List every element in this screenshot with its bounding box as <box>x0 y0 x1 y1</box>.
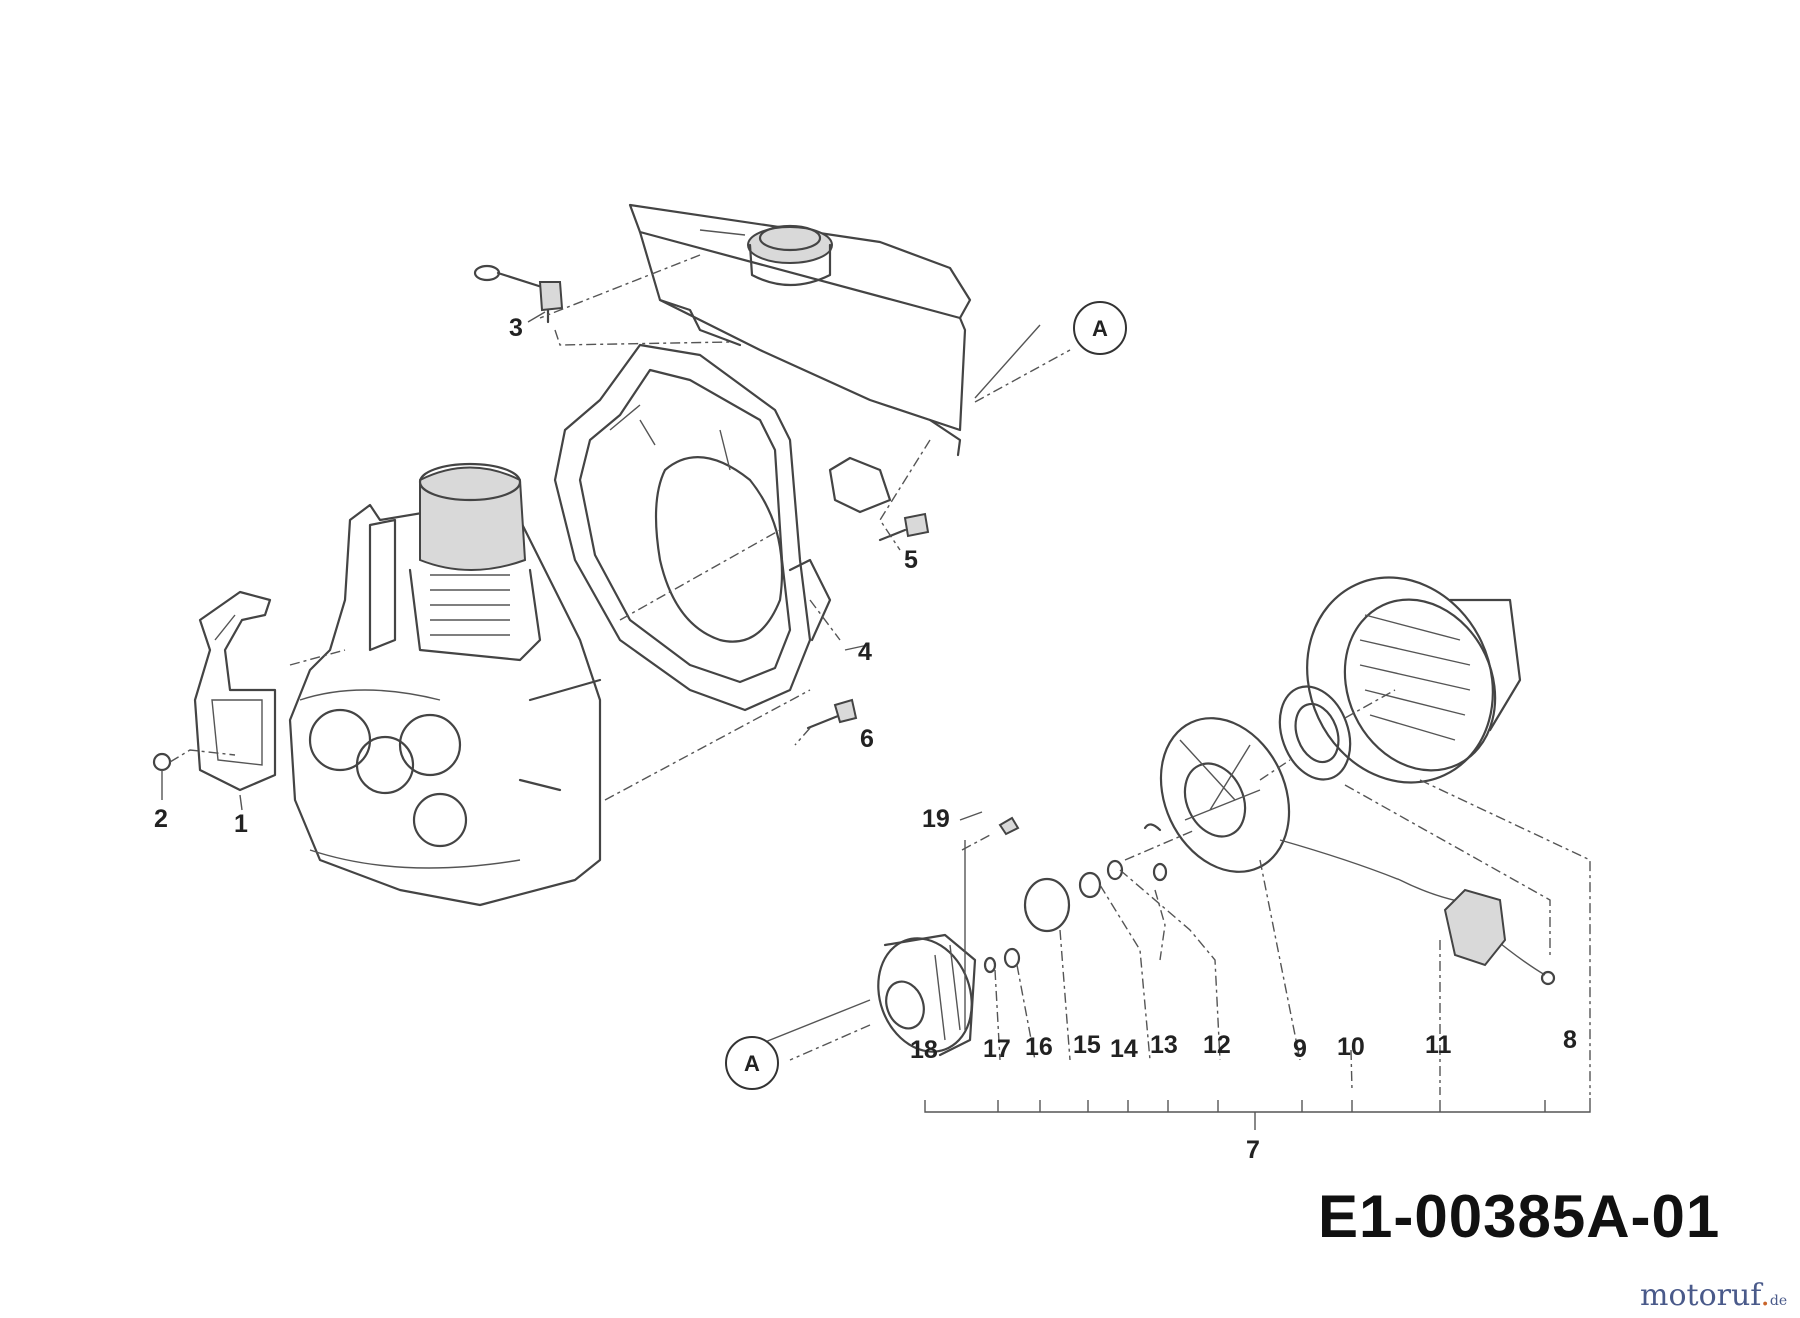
callout-a-top: A <box>1073 301 1127 355</box>
part-label-9: 9 <box>1293 1035 1307 1063</box>
part-label-18: 18 <box>910 1036 938 1064</box>
watermark-logo: motoruf.de <box>1640 1278 1787 1313</box>
part-label-14: 14 <box>1110 1035 1138 1063</box>
spring-case <box>1278 685 1352 781</box>
part-label-6: 6 <box>860 725 874 753</box>
watermark-dot: . <box>1760 1278 1770 1313</box>
bolt-5 <box>878 512 930 542</box>
blower-housing <box>553 343 832 712</box>
callout-a-bottom: A <box>725 1036 779 1090</box>
part-label-12: 12 <box>1203 1031 1231 1059</box>
part-label-15: 15 <box>1073 1031 1101 1059</box>
part-label-8: 8 <box>1563 1026 1577 1054</box>
part-label-11: 11 <box>1425 1031 1452 1059</box>
part-label-7: 7 <box>1246 1136 1260 1164</box>
sensor-lead <box>473 264 564 324</box>
starter-rope <box>1279 839 1556 986</box>
watermark-tld: de <box>1769 1293 1788 1309</box>
part-label-4: 4 <box>858 638 872 666</box>
part-label-10: 10 <box>1337 1033 1365 1061</box>
part-label-16: 16 <box>1025 1033 1053 1061</box>
part-label-2: 2 <box>154 805 168 833</box>
diagram-code: E1-00385A-01 <box>1318 1183 1721 1250</box>
starter-handle <box>1443 888 1507 967</box>
starter-pulley <box>877 933 977 1057</box>
part-label-13: 13 <box>1150 1031 1178 1059</box>
part-label-3: 3 <box>509 314 523 342</box>
engine-block <box>288 462 602 907</box>
small-parts <box>983 816 1168 974</box>
part-label-19: 19 <box>922 805 950 833</box>
svg-text:A: A <box>1092 316 1108 341</box>
assembly-bracket <box>924 1098 1591 1130</box>
fuel-tank <box>628 203 972 514</box>
bolt-6 <box>806 698 858 730</box>
reel <box>1159 717 1291 873</box>
watermark-name: motoruf <box>1640 1278 1761 1313</box>
recoil-starter-cover <box>1306 576 1522 784</box>
svg-text:A: A <box>744 1051 760 1076</box>
part-labels: 1 2 3 4 5 6 7 8 9 10 11 12 13 14 15 16 1… <box>154 314 1577 1164</box>
part-label-17: 17 <box>983 1035 1011 1063</box>
assembly-lines <box>169 254 1591 1095</box>
part-label-5: 5 <box>904 546 918 574</box>
part-label-1: 1 <box>234 810 248 838</box>
